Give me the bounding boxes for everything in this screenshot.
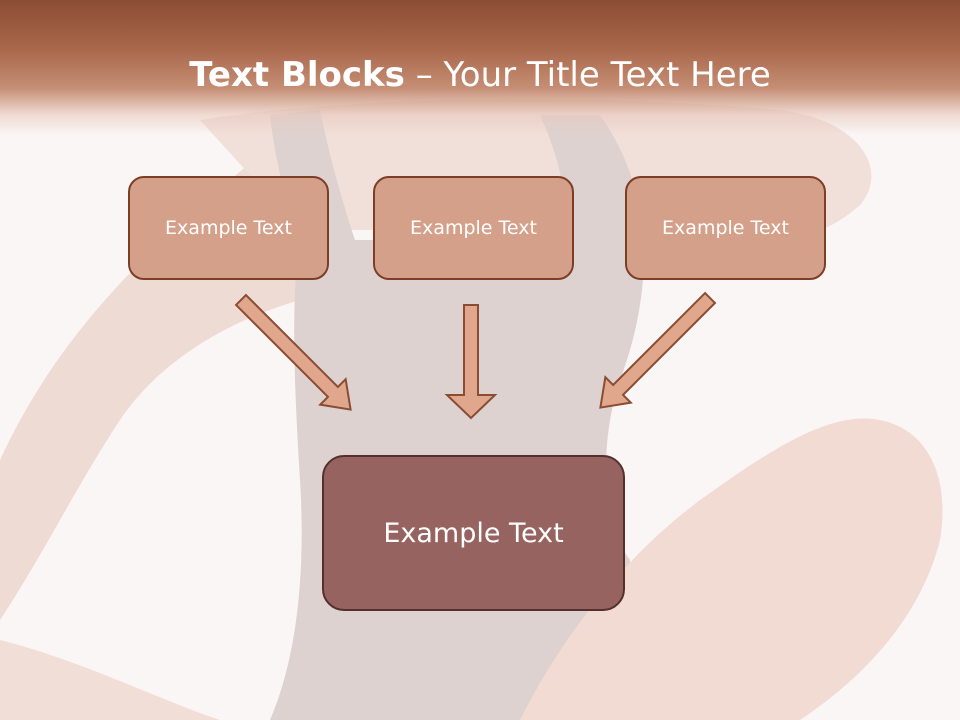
target-text-block-label: Example Text [383, 517, 564, 549]
title-banner [0, 0, 960, 135]
text-block-2[interactable]: Example Text [373, 176, 574, 280]
text-block-1[interactable]: Example Text [128, 176, 329, 280]
arrow-right[interactable] [588, 285, 723, 420]
text-block-1-label: Example Text [165, 217, 292, 239]
text-block-3-label: Example Text [662, 217, 789, 239]
title-regular-part: Your Title Text Here [443, 55, 771, 95]
text-block-2-label: Example Text [410, 217, 537, 239]
background-leg-shape [520, 418, 943, 720]
slide-title: Text Blocks – Your Title Text Here [0, 52, 960, 98]
text-block-3[interactable]: Example Text [625, 176, 826, 280]
arrow-left[interactable] [228, 287, 363, 422]
arrow-center[interactable] [444, 304, 498, 420]
background-knee-shape [0, 640, 220, 720]
title-dash: – [404, 55, 444, 95]
title-bold-part: Text Blocks [189, 55, 405, 95]
target-text-block[interactable]: Example Text [322, 455, 625, 611]
